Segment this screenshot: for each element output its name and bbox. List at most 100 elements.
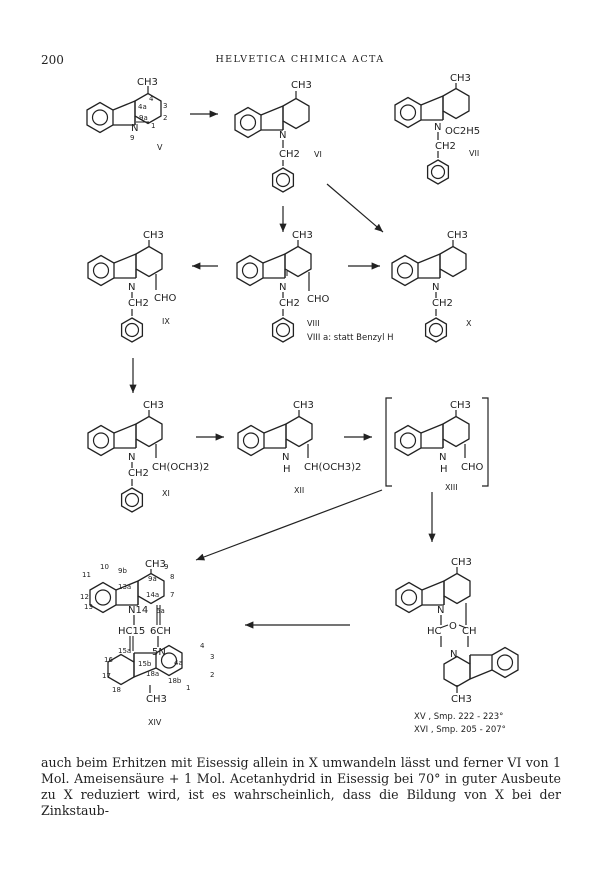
locant: 13a [118, 583, 131, 591]
cho-label: CHO [307, 294, 330, 305]
page-number: 200 [41, 53, 64, 67]
compound-label: VIII [307, 319, 320, 328]
hc-label: HC [427, 626, 442, 637]
compound-note: VIII a: statt Benzyl H [307, 333, 394, 343]
compound-label: XIII [445, 483, 458, 492]
locant: 9a [139, 114, 148, 122]
locant: 18a [146, 670, 159, 678]
locant: 15b [138, 660, 152, 668]
ch2-label: CH2 [279, 298, 300, 309]
locant: 18 [112, 686, 121, 694]
compound-xi: CH3 N CH2 CH(OCH3)2 XI [87, 400, 209, 513]
body-text: auch beim Erhitzen mit Eisessig allein i… [41, 755, 561, 819]
n-label: N [282, 452, 289, 463]
ch2-label: CH2 [279, 149, 300, 160]
ch3-label: CH3 [145, 559, 166, 570]
compound-v: CH3 N 4 4a 3 9a 2 1 9 V [86, 77, 167, 152]
compound-vii: CH3 N OC2H5 CH2 VII [394, 73, 480, 185]
n-label: N [279, 282, 286, 293]
oc2h5-label: OC2H5 [445, 126, 480, 137]
ch3-label: CH3 [143, 230, 164, 241]
h-label: H [283, 464, 291, 475]
n-label: N [439, 452, 446, 463]
n-label: N [128, 282, 135, 293]
locant: 13 [84, 603, 93, 611]
ch2-label: CH2 [128, 298, 149, 309]
arrow-xiii-to-xiv [195, 489, 383, 561]
ch3-label: CH3 [293, 400, 314, 411]
n14-label: N14 [128, 605, 148, 616]
n-label: N [131, 123, 138, 134]
locant: 4a [174, 659, 183, 667]
h-label: H [440, 464, 448, 475]
compound-xiii-bracket [385, 397, 489, 487]
locant: 11 [82, 571, 91, 579]
n-label: N [432, 282, 439, 293]
compound-label: XIV [148, 718, 162, 727]
n-label: N [434, 122, 441, 133]
n-label: N [128, 452, 135, 463]
ch3-label: CH3 [450, 400, 471, 411]
locant: 10 [100, 563, 109, 571]
locant: 4 [149, 95, 154, 103]
locant: 12 [80, 593, 89, 601]
locant: 3 [210, 653, 214, 661]
ch3-label: CH3 [451, 557, 472, 568]
locant: 17 [102, 672, 111, 680]
compound-label: X [466, 319, 472, 328]
running-head: HELVETICA CHIMICA ACTA [215, 54, 385, 65]
compound-label: IX [162, 317, 170, 326]
locant: 9b [118, 567, 127, 575]
arrow-vi-to-x [326, 183, 384, 233]
o-label: O [449, 621, 457, 632]
locant: 1 [151, 122, 155, 130]
compound-xiv: CH3 10 11 12 13 9b 9 9a 8 13a 14a 7 6a N… [80, 559, 214, 727]
compound-vi: CH3 N CH2 VI [234, 80, 322, 193]
cho-label: CHO [461, 462, 484, 473]
locant: 2 [163, 114, 167, 122]
ch3-label: CH3 [137, 77, 158, 88]
ch3-label: CH3 [291, 80, 312, 91]
locant: 8 [170, 573, 174, 581]
ch6-label: 6CH [150, 626, 171, 637]
paragraph: auch beim Erhitzen mit Eisessig allein i… [41, 755, 561, 818]
ch2-label: CH2 [128, 468, 149, 479]
locant: 7 [170, 591, 174, 599]
ch3-label: CH3 [143, 400, 164, 411]
ch3-label: CH3 [447, 230, 468, 241]
cho-label: CHO [154, 293, 177, 304]
locant: 16 [104, 656, 113, 664]
locant: 1 [186, 684, 190, 692]
locant: 4 [200, 642, 205, 650]
n-label: N [437, 605, 444, 616]
reaction-scheme: CH3 N 4 4a 3 9a 2 1 9 V CH3 N CH2 VI CH3… [80, 73, 519, 735]
n5-label: 5N [152, 647, 166, 658]
hc15-label: HC15 [118, 626, 145, 637]
locant: 14a [146, 591, 159, 599]
compound-viii: CH3 N CH2 CHO VIII VIII a: statt Benzyl … [236, 230, 394, 343]
compound-ix: CH3 N CH2 CHO IX [87, 230, 177, 343]
compound-xv-xvi: CH3 N HC O CH N CH3 XV , Smp. 222 - 223°… [395, 557, 519, 735]
locant: 2 [210, 671, 214, 679]
acetal-label: CH(OCH3)2 [304, 462, 361, 473]
n-label: N [279, 130, 286, 141]
ch2-label: CH2 [435, 141, 456, 152]
locant: 9 [164, 563, 168, 571]
compound-xii: CH3 N H CH(OCH3)2 XII [237, 400, 361, 495]
compound-label: V [157, 143, 163, 152]
compound-x: CH3 N CH2 X [391, 230, 472, 343]
ch3-label: CH3 [451, 694, 472, 705]
ch2-label: CH2 [432, 298, 453, 309]
locant: 15a [118, 647, 131, 655]
compound-label-xv: XV , Smp. 222 - 223° [414, 712, 503, 722]
ch-label: CH [462, 626, 477, 637]
locant: 18b [168, 677, 182, 685]
ch3-label: CH3 [450, 73, 471, 84]
locant: 3 [163, 102, 167, 110]
locant: 9 [130, 134, 134, 142]
compound-label: XI [162, 489, 170, 498]
ch3-label: CH3 [146, 694, 167, 705]
acetal-label: CH(OCH3)2 [152, 462, 209, 473]
n-label: N [450, 649, 457, 660]
ch3-label: CH3 [292, 230, 313, 241]
